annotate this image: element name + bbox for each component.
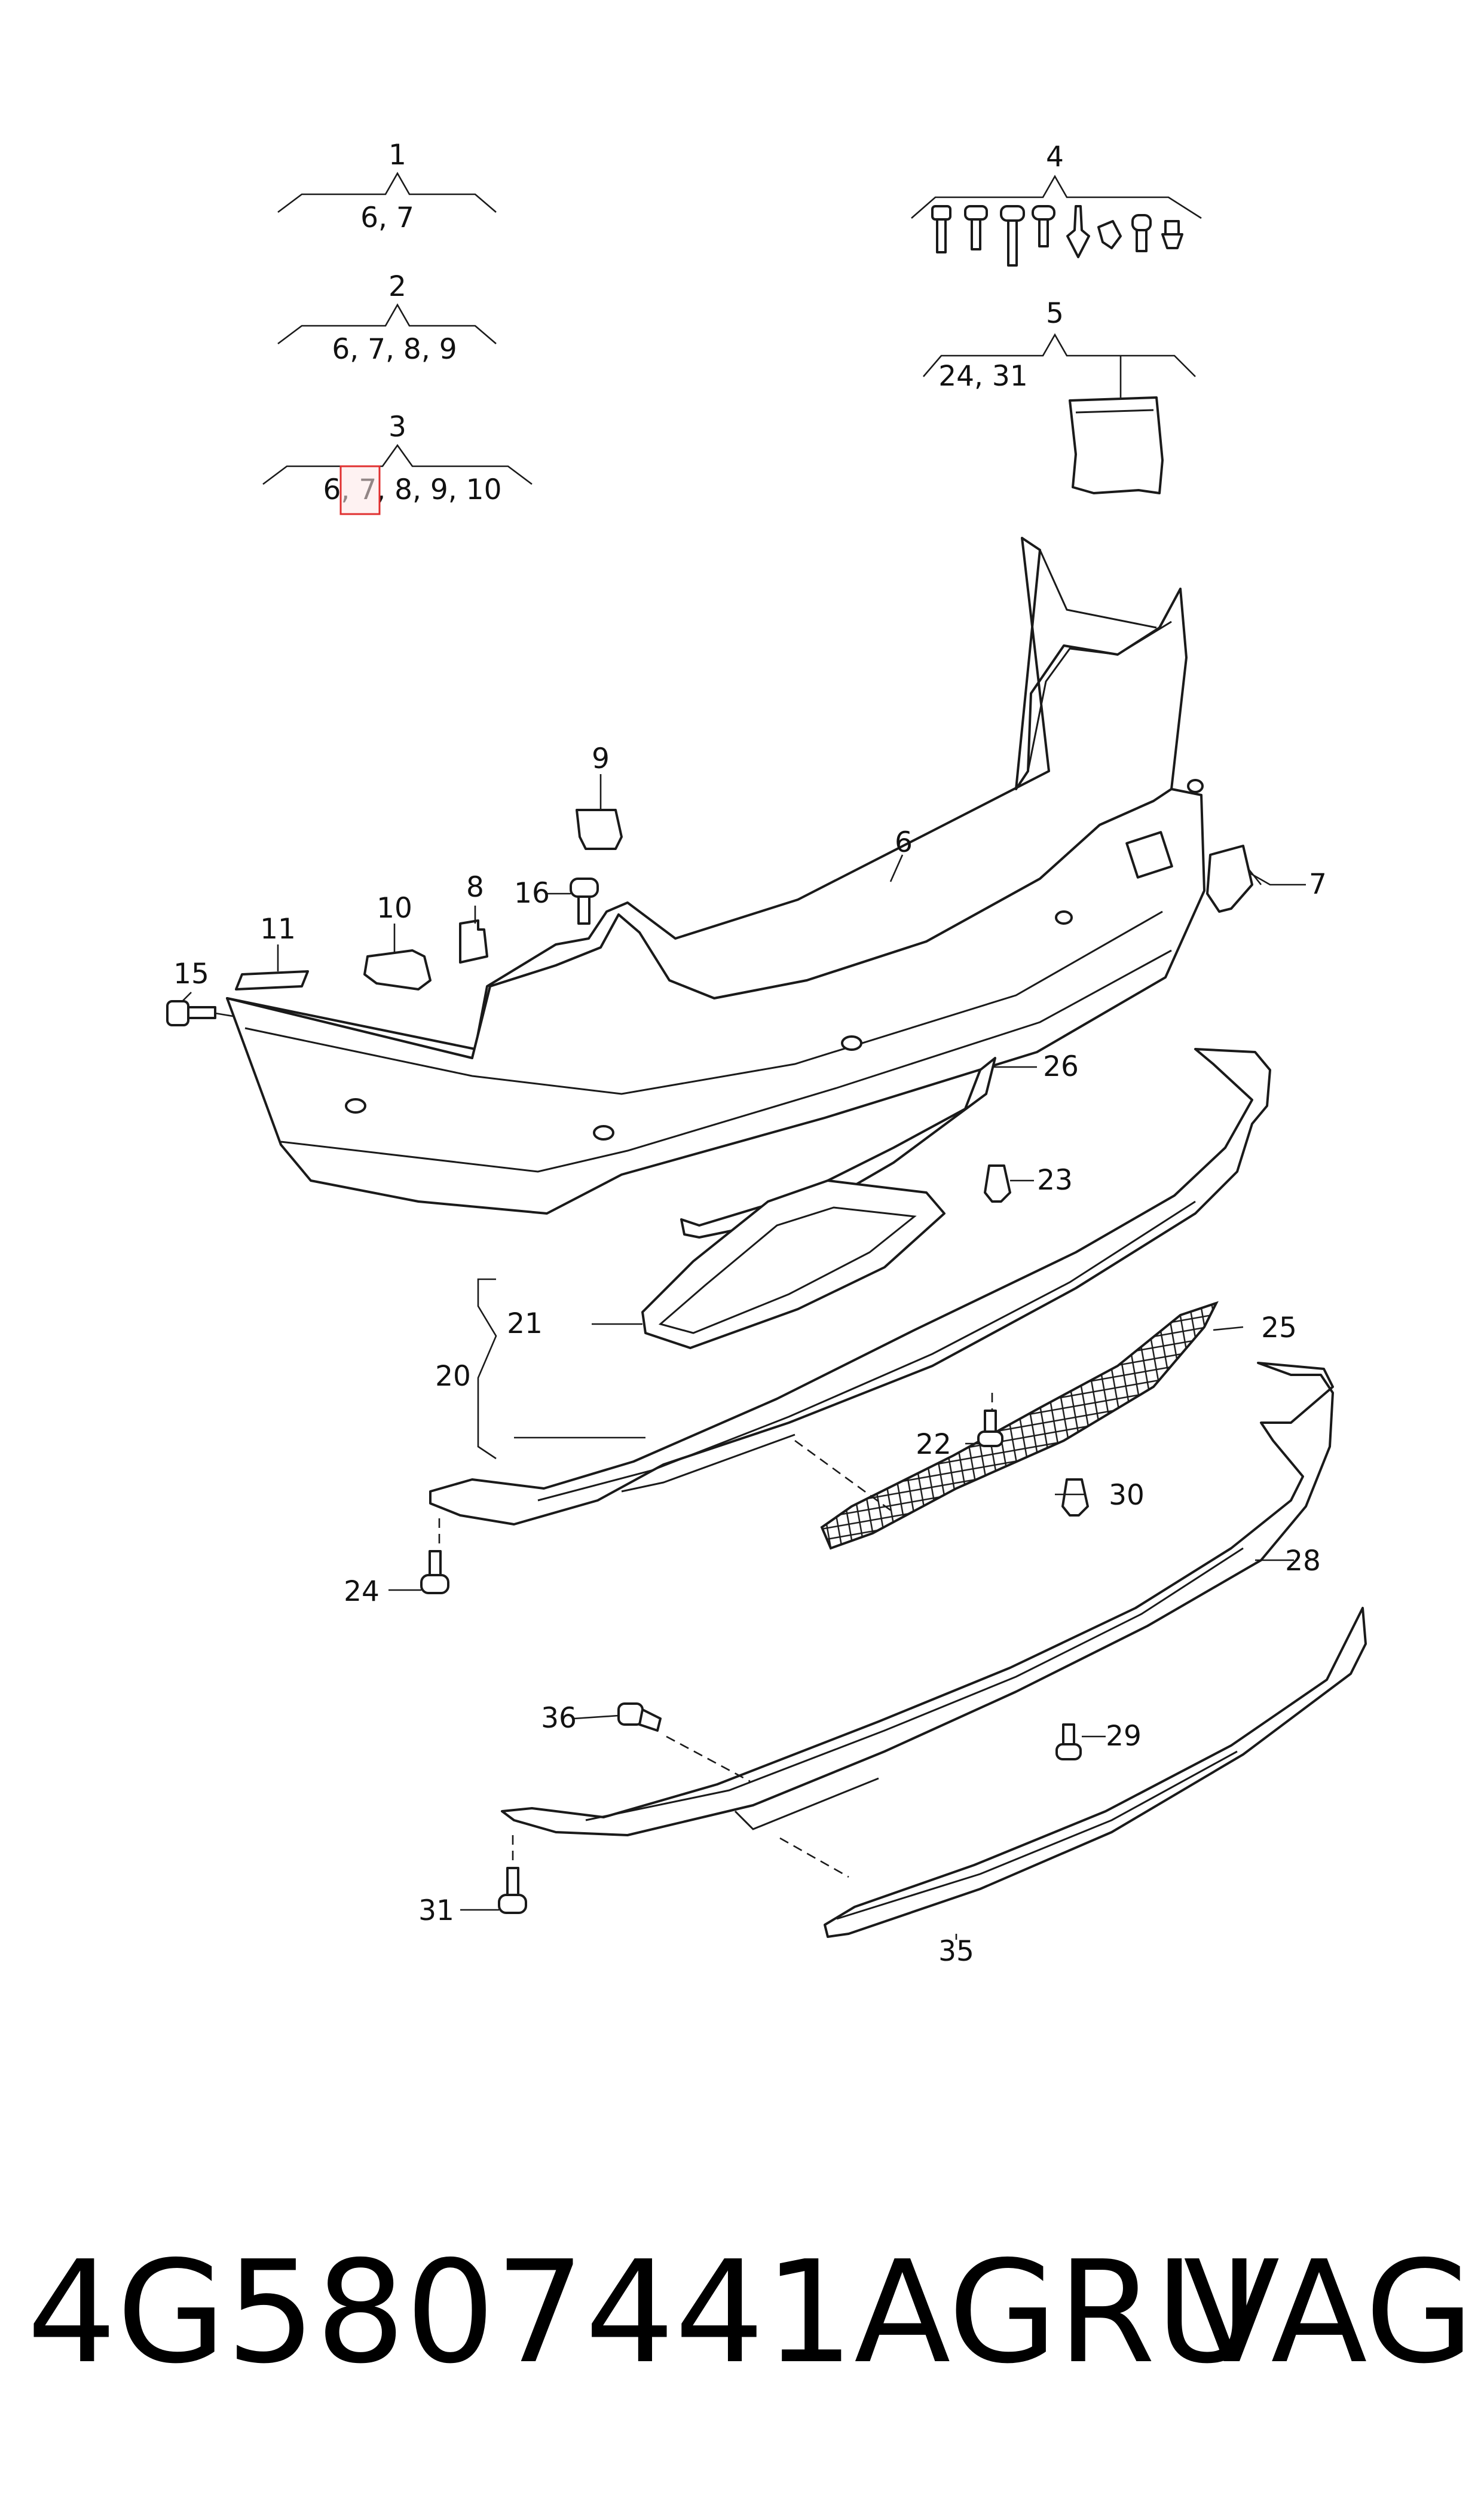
part-number: 4G5807441AGRU	[27, 2230, 1259, 2395]
callout-16: 16	[514, 877, 550, 910]
callout-6: 6	[895, 826, 913, 859]
screw-36[interactable]	[617, 1702, 662, 1732]
callout-29: 29	[1106, 1720, 1142, 1753]
tow-eye-cover[interactable]	[1206, 845, 1253, 913]
group-2-members: 6, 7, 8, 9	[332, 333, 457, 366]
group-1-bracket: 1 6, 7	[277, 139, 497, 234]
callout-9: 9	[592, 742, 610, 775]
bracket-10[interactable]	[363, 949, 432, 990]
group-3-number: 3	[388, 411, 406, 444]
screw-15[interactable]	[166, 1000, 216, 1026]
callout-35: 35	[938, 1935, 974, 1968]
label-11[interactable]	[235, 970, 309, 990]
group-1-number: 1	[388, 139, 406, 172]
group-2-bracket: 2 6, 7, 8, 9	[277, 270, 497, 366]
callout-24: 24	[344, 1575, 380, 1608]
callout-7: 7	[1309, 868, 1327, 901]
sensor-holes	[345, 779, 1204, 1141]
group-2-number: 2	[388, 270, 406, 303]
group-4-bracket: 4	[911, 140, 1202, 267]
group-5-bracket: 5 24, 31	[923, 297, 1196, 494]
insert-21[interactable]	[641, 1179, 946, 1349]
kit-bag-icon	[1069, 396, 1164, 494]
group-1-members: 6, 7	[360, 201, 414, 234]
spoiler-20[interactable]	[429, 1048, 1271, 1526]
fastener-assortment-icons	[931, 205, 1183, 267]
brand-name: VAG	[1183, 2230, 1474, 2395]
callout-labels: 6 7 8 9 10 11 15 16 20 21 22 23 24 25 26…	[173, 742, 1327, 1968]
tow-hook-opening	[1125, 831, 1173, 879]
bracket-9[interactable]	[576, 809, 623, 850]
callout-15: 15	[173, 958, 209, 990]
clip-23[interactable]	[984, 1164, 1011, 1203]
highlight-item-7-box[interactable]	[339, 465, 381, 515]
group-3-bracket: 3 6, 7, 8, 9, 10	[262, 411, 533, 515]
leader-lines	[182, 774, 1306, 1940]
callout-28: 28	[1285, 1545, 1321, 1578]
callout-11: 11	[260, 913, 296, 946]
bracket-8[interactable]	[459, 919, 488, 964]
trim-strip-35[interactable]	[824, 1607, 1367, 1938]
callout-20: 20	[435, 1360, 471, 1393]
callout-22: 22	[916, 1428, 951, 1461]
screw-22[interactable]	[977, 1410, 1003, 1447]
callout-25: 25	[1261, 1312, 1297, 1344]
screw-24[interactable]	[420, 1550, 449, 1594]
screw-31[interactable]	[498, 1867, 527, 1914]
callout-8: 8	[466, 871, 484, 904]
group-5-number: 5	[1046, 297, 1064, 330]
diffuser-28[interactable]	[501, 1362, 1334, 1836]
callout-21: 21	[507, 1307, 543, 1340]
group-4-number: 4	[1046, 140, 1064, 173]
screw-16[interactable]	[570, 878, 599, 925]
mesh-grille-25[interactable]	[820, 1301, 1219, 1550]
bumper-cover[interactable]	[226, 537, 1205, 1215]
callout-23: 23	[1037, 1164, 1073, 1197]
group-5-members: 24, 31	[938, 360, 1028, 393]
screw-29[interactable]	[1055, 1723, 1082, 1760]
callout-26: 26	[1043, 1050, 1079, 1083]
clip-30[interactable]	[1061, 1478, 1089, 1517]
callout-31: 31	[418, 1894, 454, 1927]
callout-30: 30	[1109, 1479, 1145, 1512]
callout-36: 36	[541, 1702, 577, 1735]
callout-10: 10	[377, 892, 412, 925]
